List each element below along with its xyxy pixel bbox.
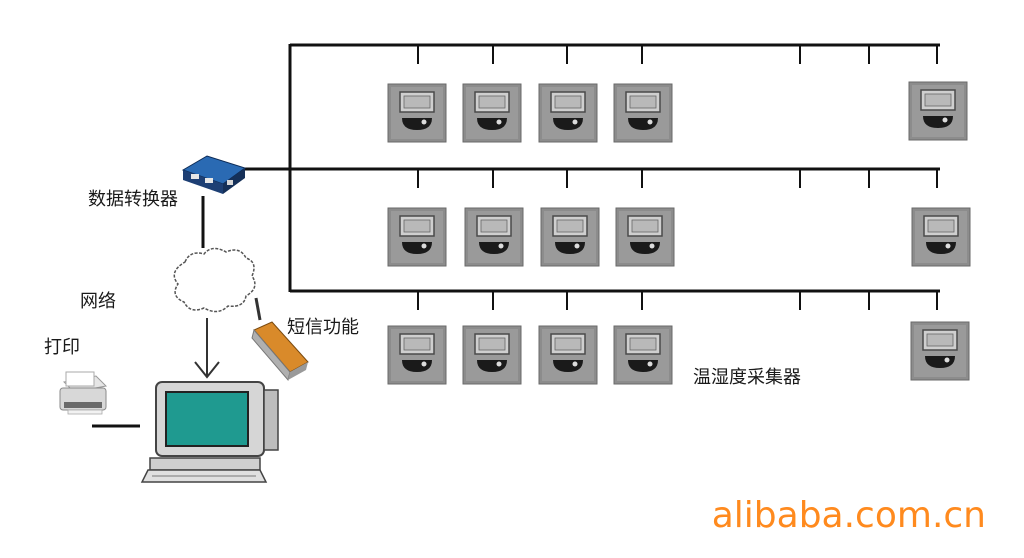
- computer-icon: [140, 381, 279, 483]
- network-converter-icon: [181, 155, 247, 194]
- sms-modem-icon: [251, 297, 309, 382]
- sensor-r1-3: [538, 83, 598, 143]
- converter-label: 数据转换器: [88, 189, 178, 210]
- sensor-r2-4: [615, 207, 675, 267]
- sensor-r1-5: [908, 81, 968, 141]
- sensor-r1-4: [613, 83, 673, 143]
- network-label: 网络: [80, 291, 116, 312]
- sensor-r3-2: [462, 325, 522, 385]
- drop-lines: [417, 45, 938, 310]
- print-label: 打印: [44, 337, 80, 358]
- sms-label: 短信功能: [287, 317, 359, 338]
- bus-lines: [228, 43, 940, 293]
- sensor-r2-2: [464, 207, 524, 267]
- sensor-r3-4: [613, 325, 673, 385]
- watermark-text: alibaba.com.cn: [711, 495, 986, 536]
- sensor-r1-2: [462, 83, 522, 143]
- collector-label: 温湿度采集器: [693, 367, 801, 388]
- sensor-r3-5: [910, 321, 970, 381]
- sensor-r2-5: [911, 207, 971, 267]
- sensor-r2-3: [540, 207, 600, 267]
- sensor-r3-3: [538, 325, 598, 385]
- sensor-r3-1: [387, 325, 447, 385]
- sensor-r1-1: [387, 83, 447, 143]
- cloud-icon: [173, 247, 256, 313]
- sensor-r2-1: [387, 207, 447, 267]
- printer-icon: [59, 371, 108, 415]
